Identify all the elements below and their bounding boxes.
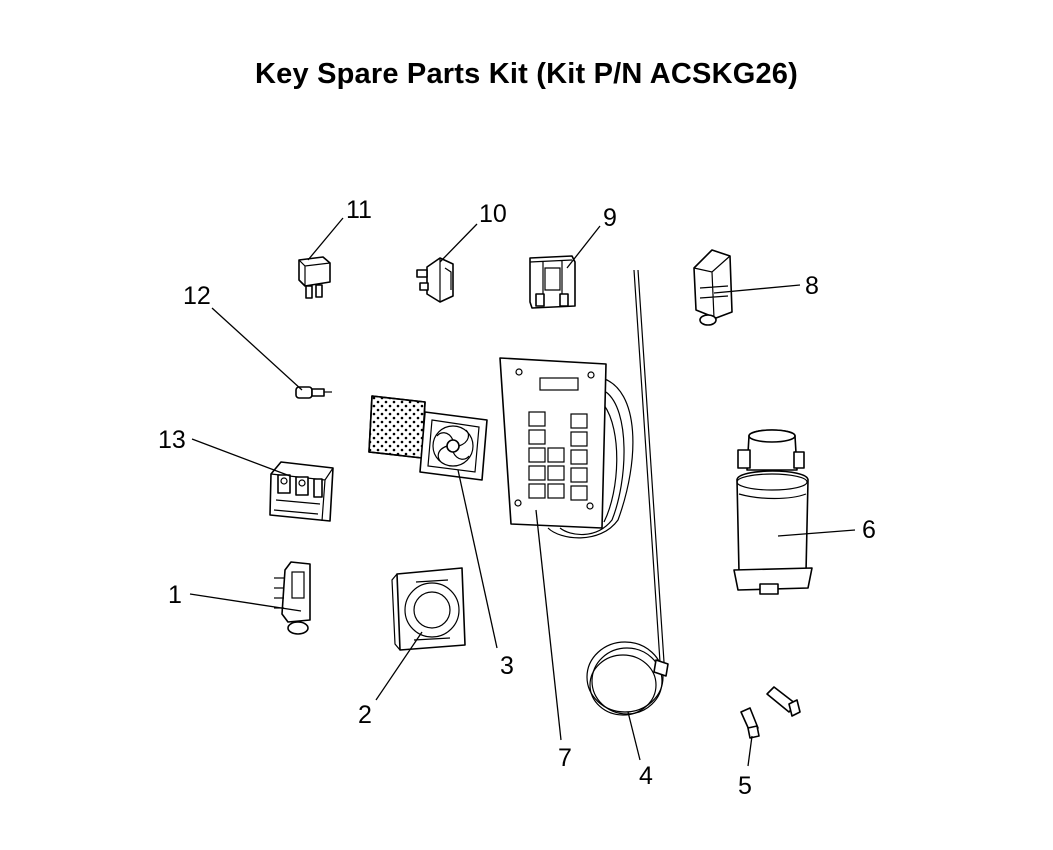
callout-7: 7 bbox=[558, 744, 572, 772]
callout-10: 10 bbox=[479, 200, 507, 228]
leader-10 bbox=[439, 223, 478, 263]
part-12-fuse-drawing bbox=[295, 386, 332, 399]
callout-8: 8 bbox=[805, 272, 819, 300]
callout-13: 13 bbox=[158, 426, 186, 454]
leader-5 bbox=[747, 735, 753, 767]
callout-2: 2 bbox=[358, 701, 372, 729]
callout-4: 4 bbox=[639, 762, 653, 790]
part-4-thermostat-drawing bbox=[586, 269, 669, 716]
leader-7 bbox=[535, 509, 562, 741]
part-8-transformer-drawing bbox=[693, 249, 733, 326]
leader-12 bbox=[211, 307, 303, 391]
part-5-connectors-drawing bbox=[740, 686, 801, 739]
part-11-relay-drawing bbox=[298, 256, 331, 299]
callout-3: 3 bbox=[500, 652, 514, 680]
callout-1: 1 bbox=[168, 581, 182, 609]
part-1-transformer-drawing bbox=[274, 561, 311, 635]
part-2-fan-guard-drawing bbox=[391, 567, 466, 651]
part-9-contactor-drawing bbox=[529, 255, 576, 309]
callout-numbers: 11 10 9 8 12 13 6 1 3 2 7 4 5 bbox=[158, 196, 876, 800]
part-7-control-board-drawing bbox=[499, 357, 634, 539]
leader-3 bbox=[457, 469, 498, 649]
part-6-motor-drawing bbox=[733, 429, 813, 595]
callout-12: 12 bbox=[183, 282, 211, 310]
diagram-title: Key Spare Parts Kit (Kit P/N ACSKG26) bbox=[255, 58, 798, 90]
callout-5: 5 bbox=[738, 772, 752, 800]
part-10-switch-drawing bbox=[416, 257, 454, 303]
leader-11 bbox=[307, 217, 344, 261]
part-3-fan-filter-drawing bbox=[368, 395, 488, 481]
leader-lines bbox=[189, 217, 856, 767]
callout-6: 6 bbox=[862, 516, 876, 544]
leader-1 bbox=[189, 593, 302, 612]
leader-2 bbox=[375, 631, 423, 701]
leader-8 bbox=[713, 284, 801, 294]
callout-11: 11 bbox=[346, 196, 372, 224]
part-13-terminal-block-drawing bbox=[269, 461, 334, 522]
leader-13 bbox=[191, 438, 291, 477]
leader-6 bbox=[777, 529, 856, 537]
leader-9 bbox=[566, 225, 601, 269]
callout-9: 9 bbox=[603, 204, 617, 232]
leader-4 bbox=[627, 711, 641, 761]
